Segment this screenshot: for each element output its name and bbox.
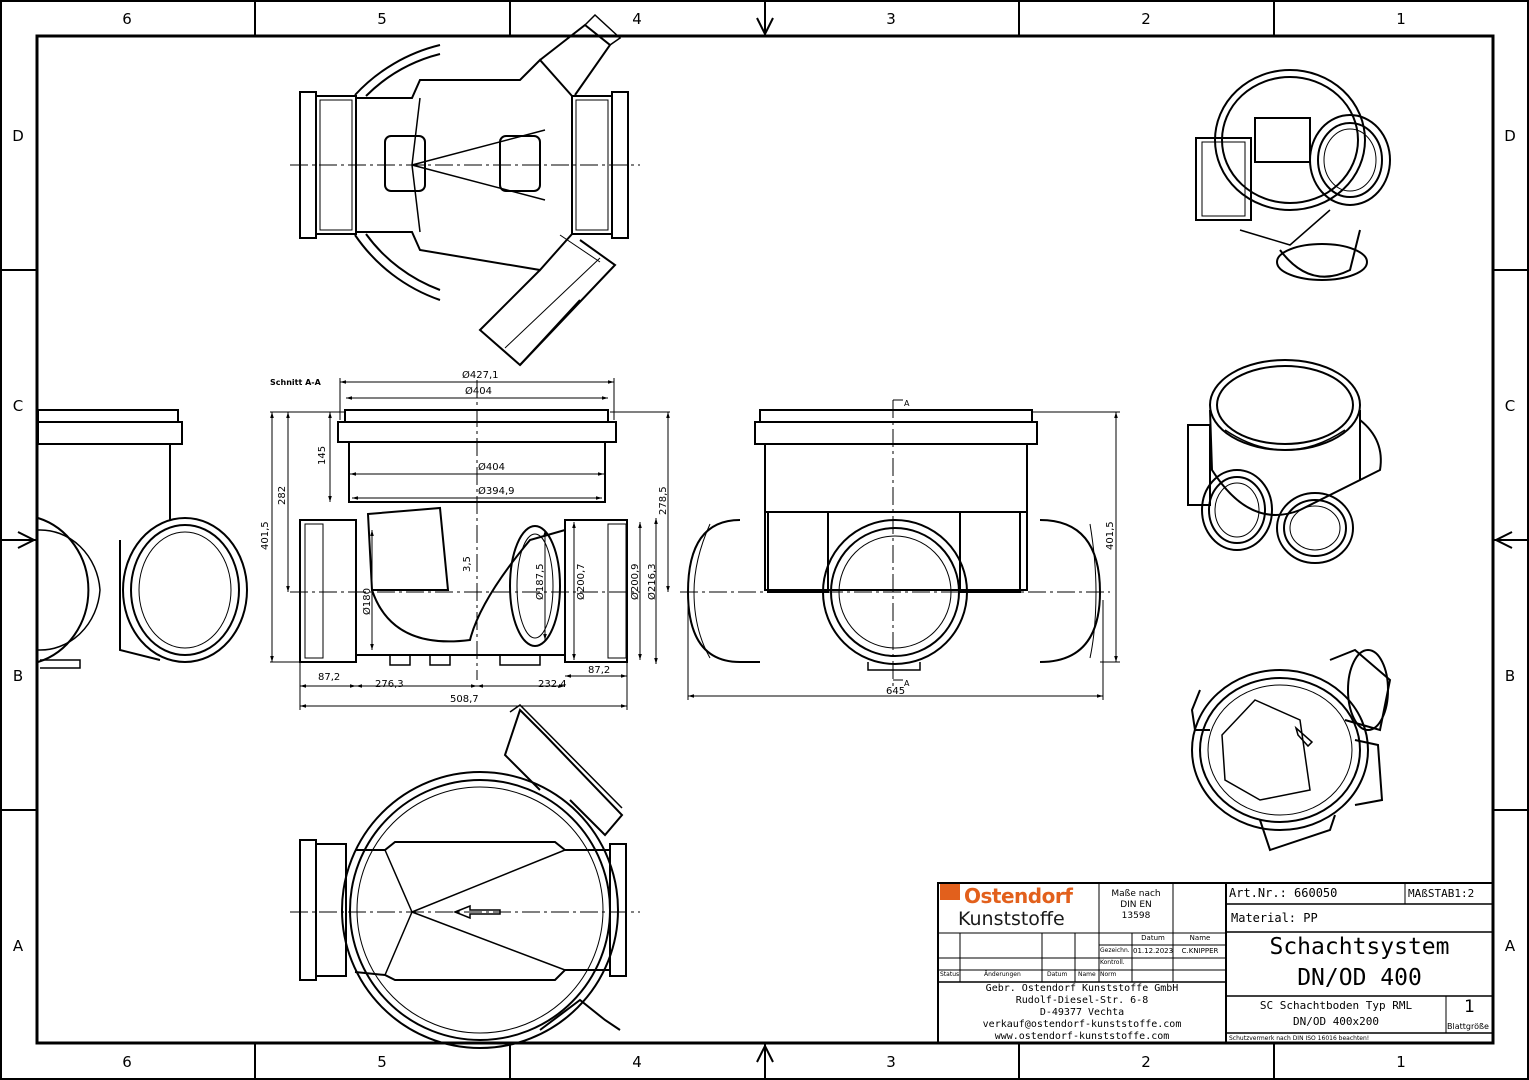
header-name: Name xyxy=(1189,934,1211,942)
drawn-name: C.KNIPPER xyxy=(1181,947,1219,955)
title-line: Schachtsystem xyxy=(1269,934,1450,960)
drawing-title: Schachtsystem DN/OD 400 xyxy=(1226,932,1493,994)
col-label-bottom: 5 xyxy=(377,1053,387,1071)
top-view-upper xyxy=(290,13,640,367)
col-label-bottom: 1 xyxy=(1396,1053,1406,1071)
logo-mark xyxy=(940,884,960,900)
dim-label: 278,5 xyxy=(658,486,669,515)
cut-mark: A xyxy=(904,399,910,408)
row-label-left: D xyxy=(12,127,24,145)
dim-label: Ø200,7 xyxy=(575,564,587,601)
dim-label: Ø427,1 xyxy=(462,369,499,381)
row-label-right: A xyxy=(1505,937,1516,955)
row-label-right: D xyxy=(1504,127,1516,145)
company-address: Gebr. Ostendorf Kunststoffe GmbH Rudolf-… xyxy=(938,983,1226,1043)
row-kontrolliert: Kontroll. xyxy=(1100,959,1125,966)
title-line: DN/OD 400 xyxy=(1297,965,1422,991)
dim-label: Ø404 xyxy=(478,461,505,473)
row-label-left: C xyxy=(13,397,23,415)
sheet-number: 1 xyxy=(1464,997,1475,1017)
top-view-lower xyxy=(290,704,640,1049)
dim-label: 401,5 xyxy=(1105,521,1116,550)
rev-changes: Änderungen xyxy=(984,971,1021,978)
dim-label: Ø187,5 xyxy=(534,564,546,601)
col-label-bottom: 4 xyxy=(632,1053,642,1071)
scale: MAßSTAB1:2 xyxy=(1408,887,1475,900)
col-label-bottom: 2 xyxy=(1141,1053,1151,1071)
dim-label: Ø216,3 xyxy=(646,564,658,601)
side-view-left xyxy=(37,409,248,669)
rev-name: Name xyxy=(1078,971,1096,978)
col-label-top: 1 xyxy=(1396,10,1406,28)
standard-note-line: 13598 xyxy=(1121,911,1151,921)
description-line: SC Schachtboden Typ RML xyxy=(1259,999,1413,1012)
email-link[interactable]: verkauf@ostendorf-kunststoffe.com xyxy=(982,1019,1182,1030)
address-line: D-49377 Vechta xyxy=(1039,1007,1125,1018)
row-gezeichnet: Gezeichn. xyxy=(1100,947,1130,954)
dim-label: Ø404 xyxy=(465,385,492,397)
dim-label: 508,7 xyxy=(450,694,479,705)
logo-wordmark: Ostendorf xyxy=(964,884,1073,908)
address-line: Rudolf-Diesel-Str. 6-8 xyxy=(1015,995,1149,1006)
col-label-bottom: 6 xyxy=(122,1053,132,1071)
section-dimensions xyxy=(270,378,670,710)
dim-label: Ø394,9 xyxy=(478,485,515,497)
material: Material: PP xyxy=(1231,911,1318,925)
article-number: Art.Nr.: 660050 xyxy=(1229,886,1338,900)
rev-date: Datum xyxy=(1047,971,1068,978)
dim-label: Ø180 xyxy=(361,588,373,615)
address-line: Gebr. Ostendorf Kunststoffe GmbH xyxy=(985,983,1179,994)
drawing-description: SC Schachtboden Typ RML DN/OD 400x200 xyxy=(1226,998,1446,1030)
standard-note-line: Maße nach xyxy=(1111,889,1161,899)
description-line: DN/OD 400x200 xyxy=(1292,1015,1380,1028)
dim-label: Ø200,9 xyxy=(629,564,641,601)
dim-label: 87,2 xyxy=(318,672,340,683)
iso-view-3 xyxy=(1190,648,1392,852)
iso-view-1 xyxy=(1195,69,1391,281)
website-link[interactable]: www.ostendorf-kunststoffe.com xyxy=(994,1031,1170,1042)
cut-mark: A xyxy=(904,679,910,688)
col-label-bottom: 3 xyxy=(886,1053,896,1071)
standard-note: Maße nach DIN EN 13598 xyxy=(1101,889,1171,922)
col-label-top: 5 xyxy=(377,10,387,28)
col-label-top: 2 xyxy=(1141,10,1151,28)
dim-label: 401,5 xyxy=(260,521,271,550)
drawn-date: 01.12.2023 xyxy=(1133,947,1174,955)
row-label-left: B xyxy=(13,667,23,685)
logo-subtitle: Kunststoffe xyxy=(958,908,1065,930)
dim-label: 3,5 xyxy=(462,556,473,572)
dim-label: 232,4 xyxy=(538,679,567,690)
section-title: Schnitt A-A xyxy=(270,378,322,387)
row-label-right: C xyxy=(1505,397,1515,415)
row-label-left: A xyxy=(13,937,24,955)
rev-status: Status xyxy=(940,971,960,978)
dim-label: 276,3 xyxy=(375,679,404,690)
row-norm: Norm xyxy=(1100,971,1117,978)
col-label-top: 6 xyxy=(122,10,132,28)
copyright-note: Schutzvermerk nach DIN ISO 16016 beachte… xyxy=(1229,1035,1370,1042)
col-label-top: 4 xyxy=(632,10,642,28)
title-block xyxy=(937,882,1494,1044)
company-logo: Ostendorf Kunststoffe xyxy=(940,884,1098,932)
front-dimensions xyxy=(687,399,1120,700)
col-label-top: 3 xyxy=(886,10,896,28)
front-view xyxy=(680,400,1110,690)
dim-label: 645 xyxy=(886,686,905,697)
sheet-size-label: Blattgröße xyxy=(1447,1022,1489,1031)
dim-label: 282 xyxy=(277,486,288,505)
dim-label: 87,2 xyxy=(588,665,610,676)
dim-label: 145 xyxy=(317,446,328,465)
row-label-right: B xyxy=(1505,667,1515,685)
header-datum: Datum xyxy=(1141,934,1165,942)
standard-note-line: DIN EN xyxy=(1120,900,1152,910)
section-view-a-a xyxy=(290,380,640,680)
iso-view-2 xyxy=(1187,359,1382,564)
